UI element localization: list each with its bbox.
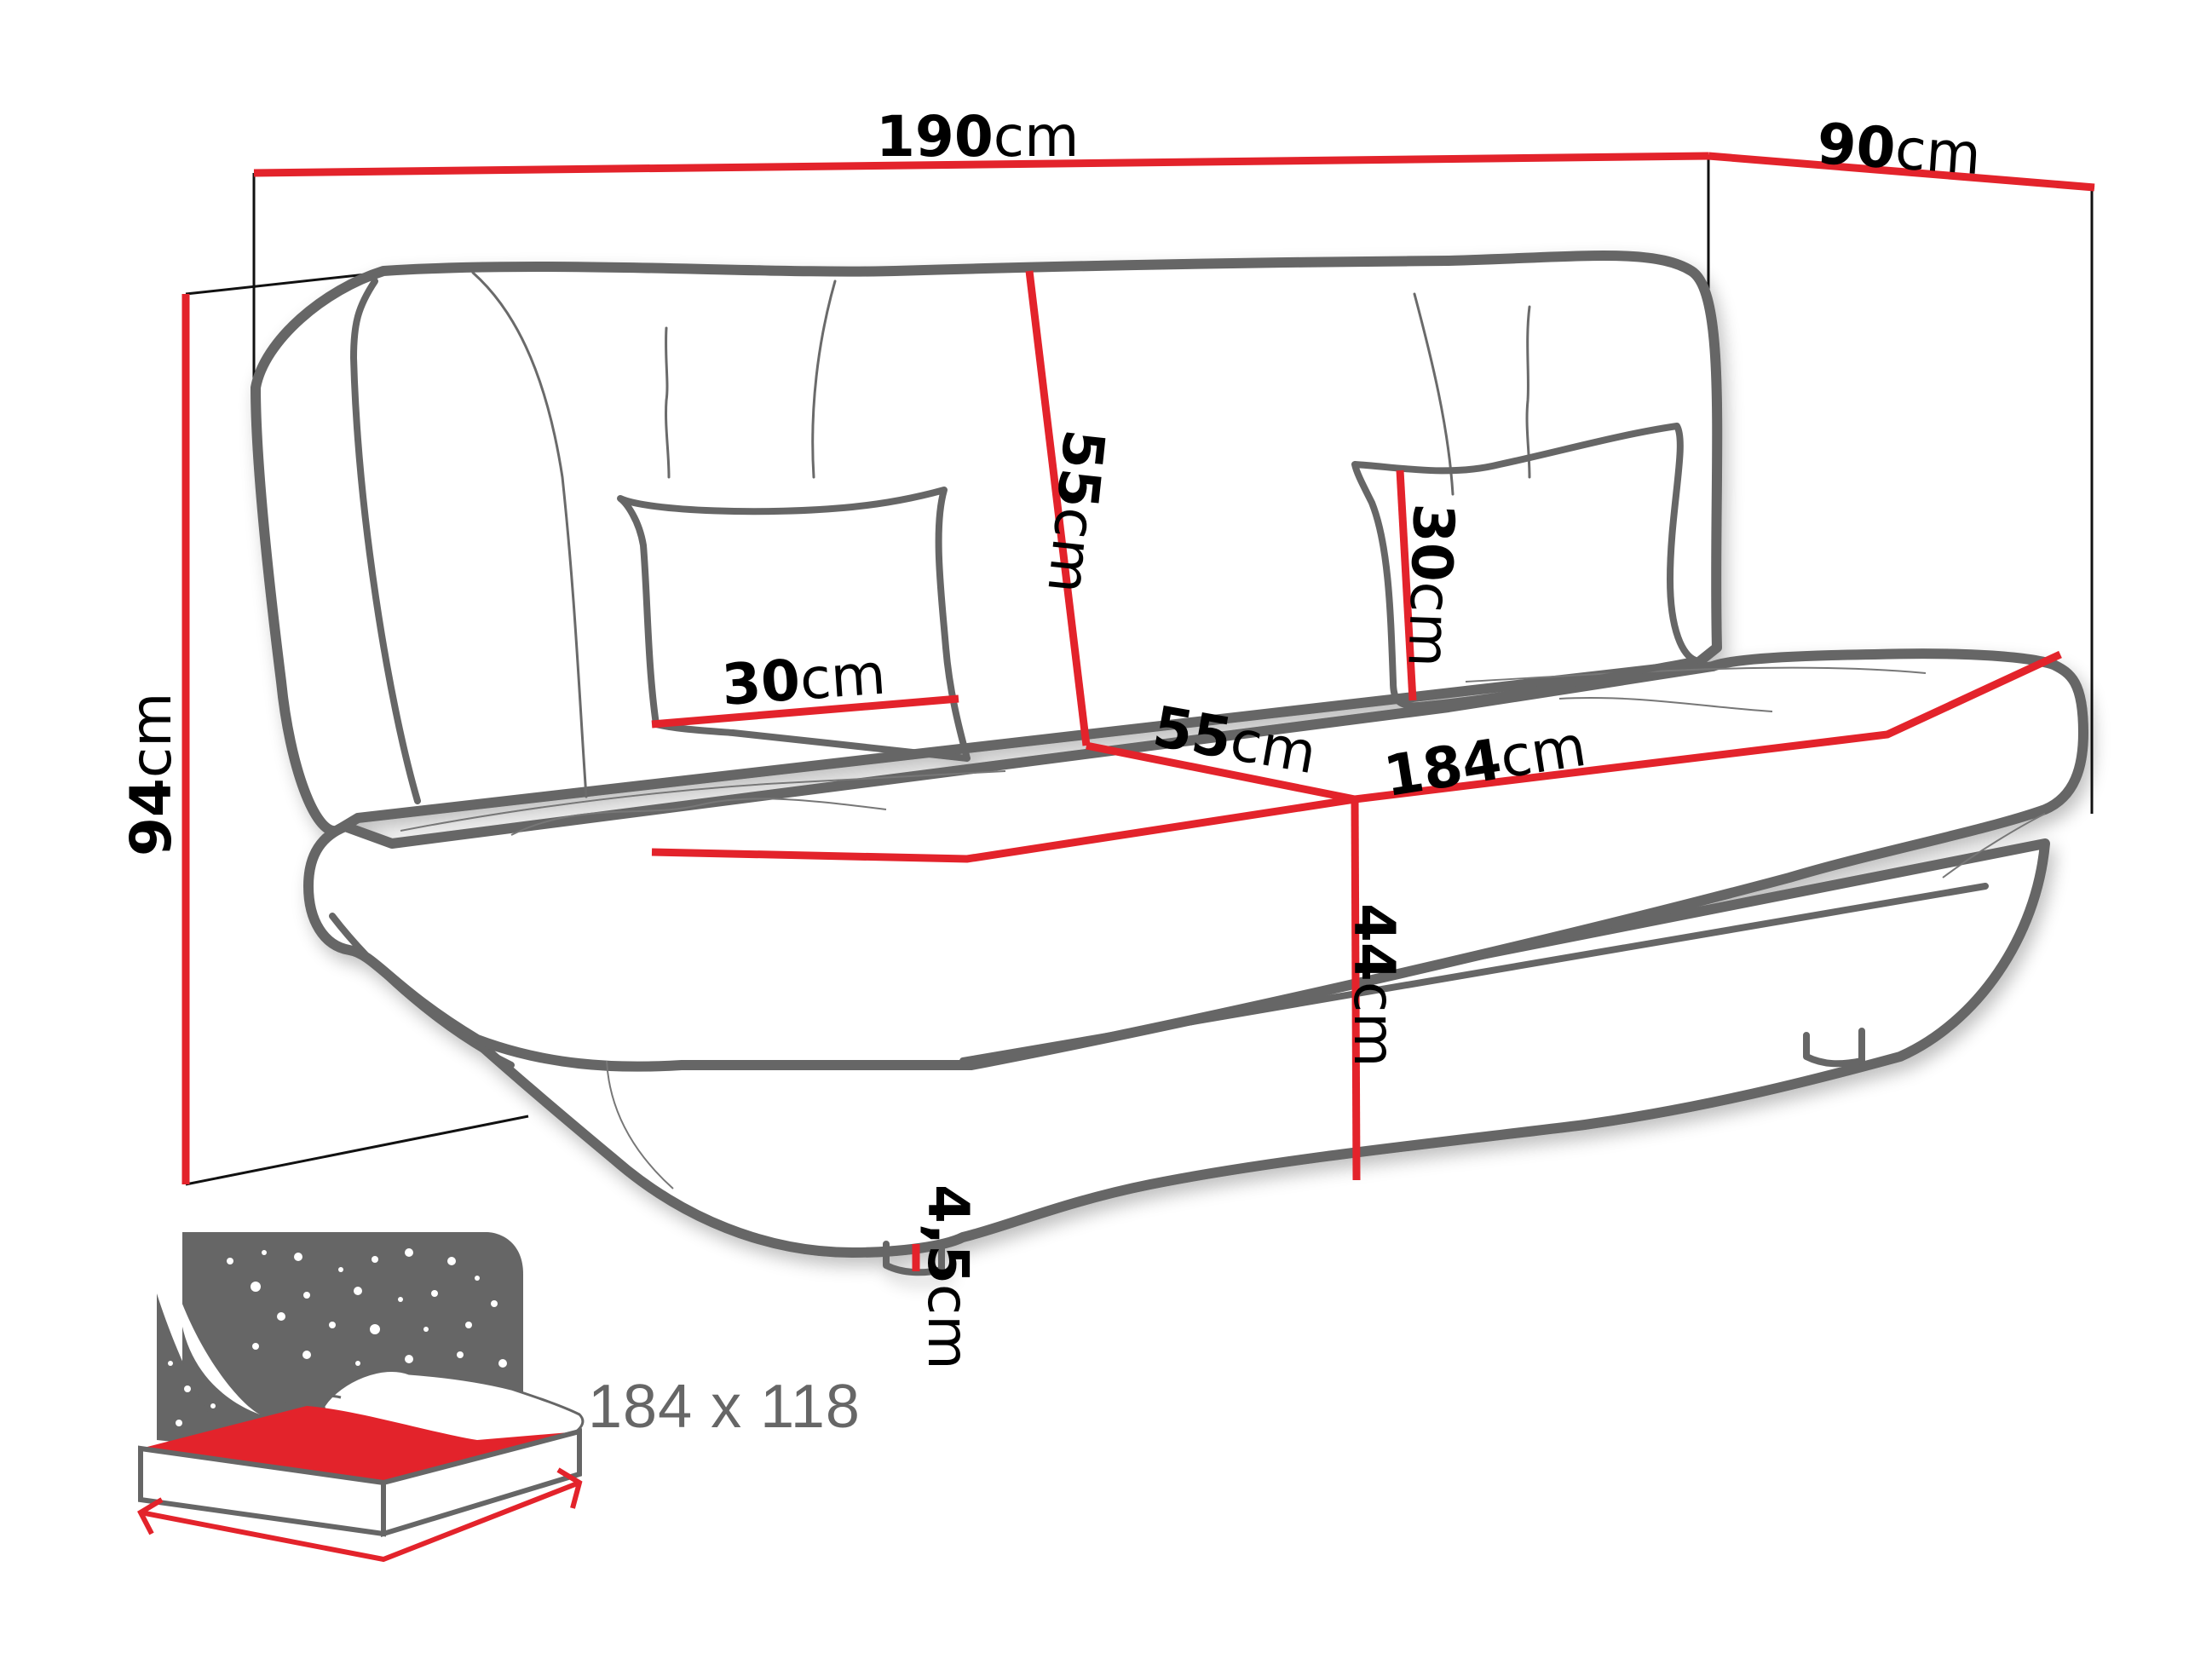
dimline-total-depth <box>1708 152 2095 192</box>
leg-height-unit: cm <box>915 1283 981 1370</box>
label-backrest-height: 55cm <box>1034 427 1117 596</box>
dimline-backrest-height <box>1025 270 1091 746</box>
bed-icon <box>137 1232 585 1563</box>
sofa-illustration <box>251 251 2088 1276</box>
pillow-width-unit: cm <box>798 641 888 713</box>
total-depth-unit: cm <box>1892 116 1984 188</box>
total-depth-value: 90 <box>1815 111 1898 182</box>
dimension-lines <box>181 152 2095 1271</box>
dimline-pillow-width <box>651 694 959 729</box>
seat-height-value: 44 <box>1341 903 1407 982</box>
leg-height-value: 4,5 <box>915 1184 981 1284</box>
label-total-width: 190cm <box>876 109 1079 165</box>
total-height-unit: cm <box>118 692 184 779</box>
backrest-height-value: 55 <box>1043 426 1117 511</box>
seat-height-unit: cm <box>1341 981 1407 1068</box>
total-width-value: 190 <box>876 104 994 170</box>
label-leg-height: 4,5cm <box>915 1184 981 1370</box>
label-pillow-width: 30cm <box>720 642 888 718</box>
label-pillow-height: 30cm <box>1395 503 1466 669</box>
label-seat-height: 44cm <box>1341 903 1407 1067</box>
total-height-value: 94 <box>118 778 184 856</box>
dimline-seat-height <box>1351 798 1361 1181</box>
dimline-seat-depth <box>1086 741 1356 804</box>
dimline-pillow-height <box>1396 469 1417 701</box>
label-total-depth: 90cm <box>1815 111 1983 187</box>
label-total-height: 94cm <box>118 693 184 856</box>
stars-icon <box>168 1248 507 1426</box>
total-width-unit: cm <box>993 104 1080 170</box>
pillow-height-unit: cm <box>1395 580 1464 669</box>
pillow-width-value: 30 <box>719 647 803 718</box>
seat-depth-value: 55 <box>1148 694 1237 772</box>
seat-width-unit: cm <box>1495 712 1591 792</box>
sleeping-area-label: 184 x 118 <box>588 1373 861 1441</box>
dimline-total-width <box>253 152 1709 177</box>
pillow-height-value: 30 <box>1397 502 1466 584</box>
backrest-height-unit: cm <box>1034 504 1109 597</box>
